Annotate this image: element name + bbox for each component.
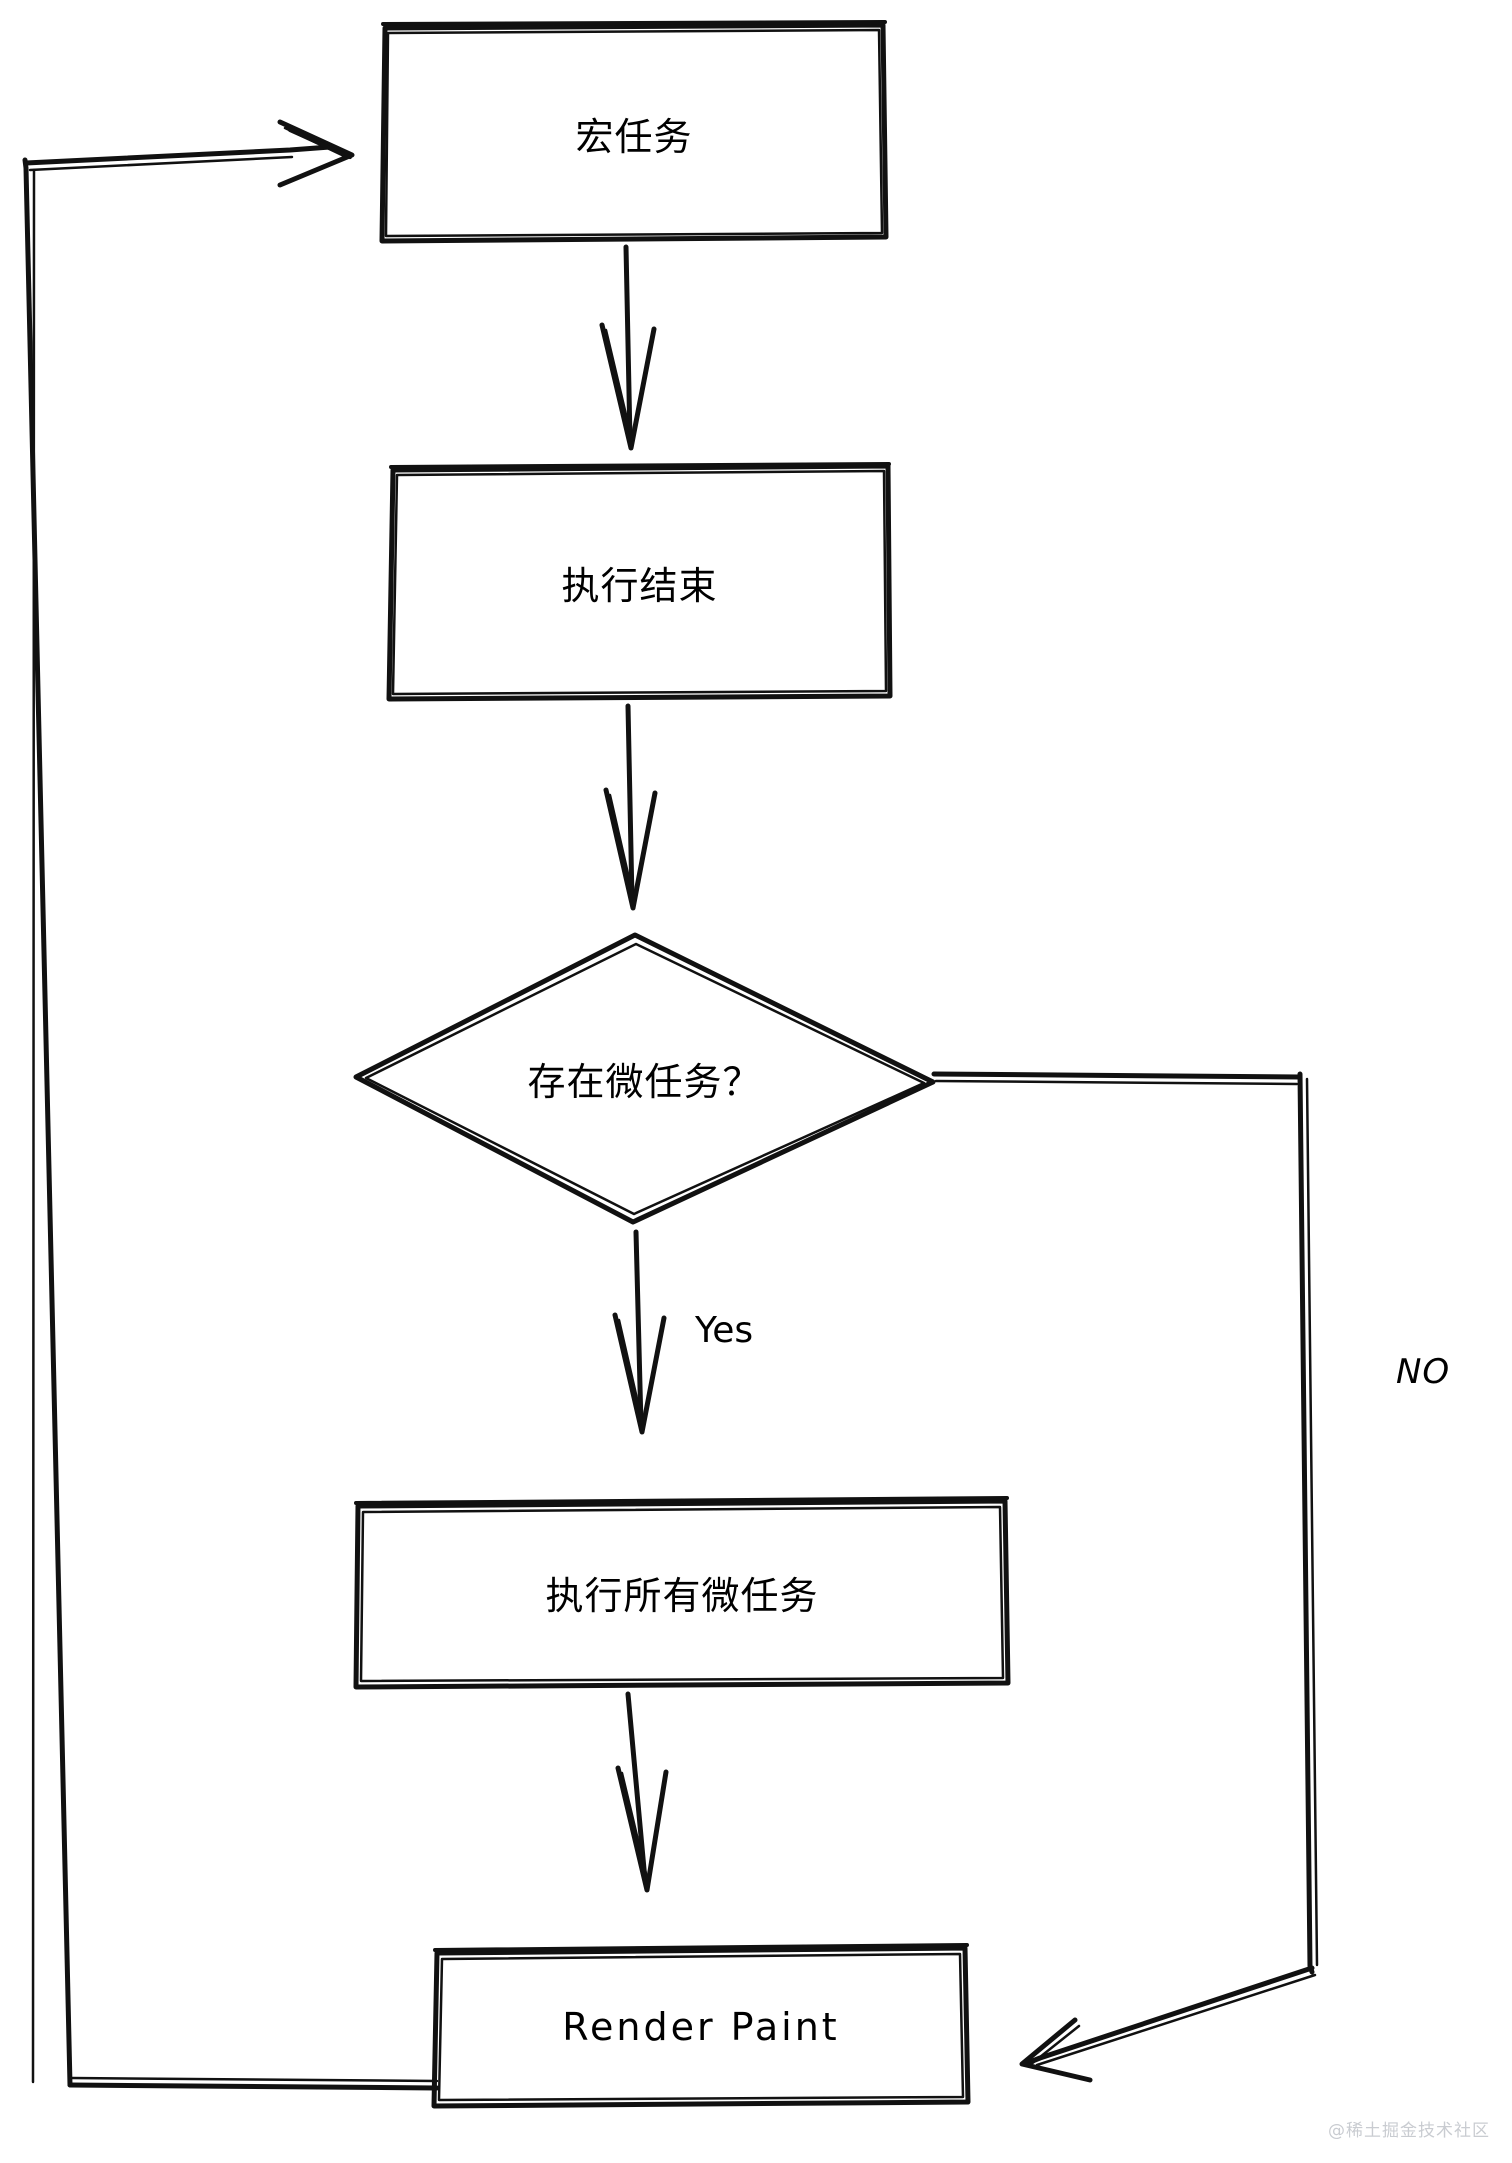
node-render-paint-shape[interactable] — [431, 1943, 971, 2109]
node-execution-done-shape[interactable] — [386, 462, 893, 702]
edge-macrotask-to-execution-done — [599, 244, 657, 451]
edge-has-microtask-to-render-paint-no — [931, 1071, 1319, 2083]
edge-label-yes: Yes — [695, 1310, 754, 1351]
edge-run-microtasks-to-render-paint — [615, 1691, 669, 1893]
node-run-microtasks-shape[interactable] — [353, 1496, 1011, 1690]
edge-label-no: NO — [1396, 1352, 1451, 1392]
edge-execution-done-to-has-microtask — [603, 703, 658, 911]
edge-render-paint-to-macrotask-loop — [22, 119, 440, 2091]
node-has-microtask-shape[interactable] — [353, 932, 936, 1225]
edge-has-microtask-to-run-microtasks — [612, 1229, 667, 1435]
node-macrotask-shape[interactable] — [379, 20, 889, 244]
watermark: @稀土掘金技术社区 — [1328, 2121, 1490, 2141]
